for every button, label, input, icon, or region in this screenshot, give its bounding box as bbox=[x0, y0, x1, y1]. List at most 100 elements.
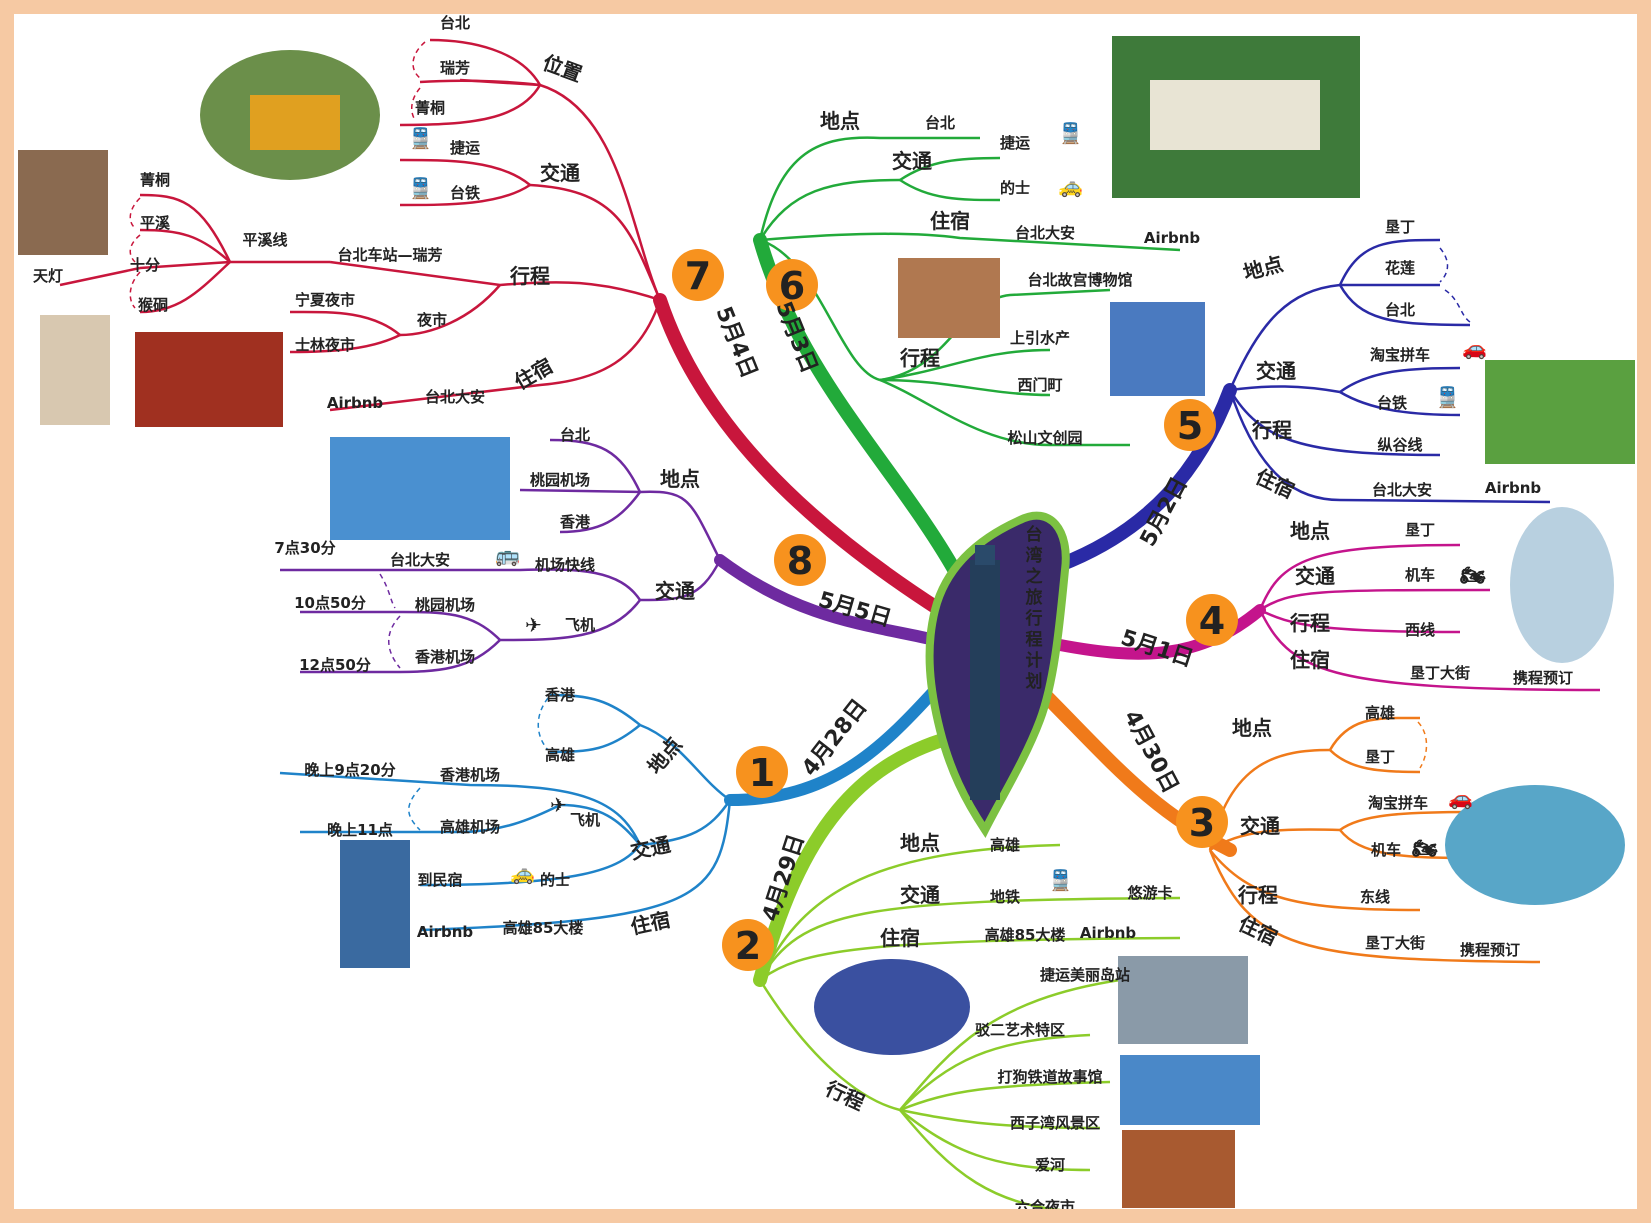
day-badge-number: 6 bbox=[779, 264, 805, 308]
leaf-label: 悠游卡 bbox=[1126, 884, 1172, 902]
day-7-subbranches bbox=[59, 38, 662, 412]
branch-label: 地点 bbox=[660, 467, 700, 491]
branch-label: 地点 bbox=[1241, 251, 1286, 285]
day-badge-number: 8 bbox=[787, 539, 813, 583]
leaf-label: 台铁 bbox=[450, 184, 480, 202]
leaf-label: 士林夜市 bbox=[295, 336, 355, 354]
leaf-label: 台北大安 bbox=[425, 388, 485, 406]
leaf-label: 松山文创园 bbox=[1007, 429, 1082, 447]
trunk-day-4 bbox=[1054, 604, 1266, 660]
leaf-label: 捷运 bbox=[450, 139, 480, 157]
flow-arrows bbox=[129, 41, 1471, 831]
leaf-label: 捷运 bbox=[1000, 134, 1030, 152]
leaf-label: 平溪 bbox=[140, 214, 171, 232]
day-badge-circle bbox=[722, 919, 774, 971]
leaf-label: 机车 bbox=[1371, 841, 1401, 859]
leaf-label: 10点50分 bbox=[294, 594, 366, 612]
leaf-label: 台北大安 bbox=[1372, 481, 1432, 499]
central-title-char: 旅 bbox=[1026, 587, 1043, 608]
leaf-label: Airbnb bbox=[327, 394, 384, 412]
leaf-label: 携程预订 bbox=[1513, 669, 1573, 687]
motorcycle-icon: 🏍 bbox=[1412, 836, 1438, 860]
day-badge-circle bbox=[766, 259, 818, 311]
branch-label: 行程 bbox=[1251, 418, 1292, 442]
leaf-label: Airbnb bbox=[1485, 479, 1542, 497]
leaf-label: 垦丁大街 bbox=[1365, 934, 1425, 952]
leaf-label: 菁桐 bbox=[140, 171, 170, 189]
branch-label: 行程 bbox=[899, 346, 940, 370]
icons: 🚆 🚆 🚆 🚕 🚗 🚆 🏍 🚗 🏍 🚌 ✈ ✈ 🚕 🚆 bbox=[408, 121, 1487, 892]
branch-label: 行程 bbox=[1289, 611, 1330, 635]
day-badge-number: 4 bbox=[1199, 599, 1225, 643]
leaf-label: 西线 bbox=[1405, 621, 1435, 639]
photo-east-coast bbox=[1445, 785, 1625, 905]
photo-ximending bbox=[1110, 302, 1205, 396]
leaf-label: 西门町 bbox=[1017, 376, 1062, 394]
branch-label: 交通 bbox=[1295, 564, 1335, 588]
photo-pier2 bbox=[1118, 956, 1248, 1044]
leaf-label: 平溪线 bbox=[242, 231, 287, 249]
photo-old-street bbox=[18, 150, 108, 255]
day-1-subbranches bbox=[279, 693, 732, 932]
leaf-label: 香港机场 bbox=[440, 766, 500, 784]
day-badge-circle bbox=[774, 534, 826, 586]
photos bbox=[18, 36, 1635, 1208]
leaf-label: 打狗铁道故事馆 bbox=[997, 1068, 1102, 1086]
day-8-subbranches bbox=[280, 438, 722, 674]
day-badge-number: 2 bbox=[735, 924, 761, 968]
branch-label: 地点 bbox=[1232, 716, 1272, 740]
day-5-subbranches bbox=[1228, 238, 1551, 504]
leaf-label: 香港机场 bbox=[415, 648, 475, 666]
branch-label: 行程 bbox=[509, 264, 550, 288]
leaf-label: 晚上9点20分 bbox=[304, 761, 395, 779]
leaf-label: 飞机 bbox=[570, 811, 600, 829]
leaf-label: 地铁 bbox=[990, 888, 1020, 906]
leaf-label: 机场快线 bbox=[535, 556, 595, 574]
leaf-label: 台北 bbox=[560, 426, 590, 444]
branch-label: 交通 bbox=[655, 579, 695, 603]
central-island bbox=[925, 511, 1070, 838]
central-title-char: 划 bbox=[1026, 671, 1043, 692]
leaf-label: 高雄 bbox=[1365, 704, 1395, 722]
leaf-label: Airbnb bbox=[1144, 229, 1201, 247]
branch-label: 住宿 bbox=[930, 209, 970, 233]
branch-label: 住宿 bbox=[1235, 911, 1281, 950]
leaf-label: 淘宝拼车 bbox=[1367, 794, 1428, 812]
branch-label: 交通 bbox=[900, 883, 940, 907]
leaf-label: 高雄85大楼 bbox=[503, 919, 584, 937]
leaf-label: 桃园机场 bbox=[415, 596, 475, 614]
day-badge-circle bbox=[1186, 594, 1238, 646]
photo-formosa-station bbox=[814, 959, 970, 1055]
day-date-label: 4月28日 bbox=[797, 695, 872, 781]
central-title-char: 台 bbox=[1026, 524, 1043, 545]
leaf-label: 垦丁 bbox=[1385, 218, 1415, 236]
leaf-label: 捷运美丽岛站 bbox=[1040, 966, 1130, 984]
car-icon: 🚗 bbox=[1448, 786, 1473, 810]
leaf-label: 纵谷线 bbox=[1377, 436, 1422, 454]
leaf-label: 驳二艺术特区 bbox=[975, 1021, 1065, 1039]
branch-label: 位置 bbox=[539, 50, 585, 86]
central-title-char: 计 bbox=[1026, 650, 1043, 671]
train-icon: 🚆 bbox=[1048, 868, 1073, 892]
leaf-label: 晚上11点 bbox=[327, 821, 393, 839]
photo-85-tower bbox=[340, 840, 410, 968]
day-2-subbranches bbox=[758, 843, 1181, 1214]
leaf-label: 东线 bbox=[1360, 888, 1390, 906]
photo-liuhe-night-market bbox=[1122, 1130, 1235, 1208]
leaf-label: 携程预订 bbox=[1460, 941, 1520, 959]
leaf-label: 高雄机场 bbox=[440, 818, 500, 836]
taxi-icon: 🚕 bbox=[510, 861, 535, 885]
leaf-label: 垦丁 bbox=[1405, 521, 1435, 539]
day-badge-number: 7 bbox=[685, 254, 711, 298]
bus-icon: 🚌 bbox=[495, 543, 520, 567]
leaf-label: 淘宝拼车 bbox=[1369, 346, 1430, 364]
leaf-label: 台北大安 bbox=[390, 551, 450, 569]
leaf-label: 的士 bbox=[540, 871, 570, 889]
photo-rift-valley bbox=[1485, 360, 1635, 464]
branch-label: 地点 bbox=[900, 831, 940, 855]
photo-night-market bbox=[135, 332, 283, 427]
leaf-label: 飞机 bbox=[565, 616, 595, 634]
leaf-label: 台北大安 bbox=[1015, 224, 1075, 242]
leaf-label: 高雄 bbox=[545, 746, 575, 764]
